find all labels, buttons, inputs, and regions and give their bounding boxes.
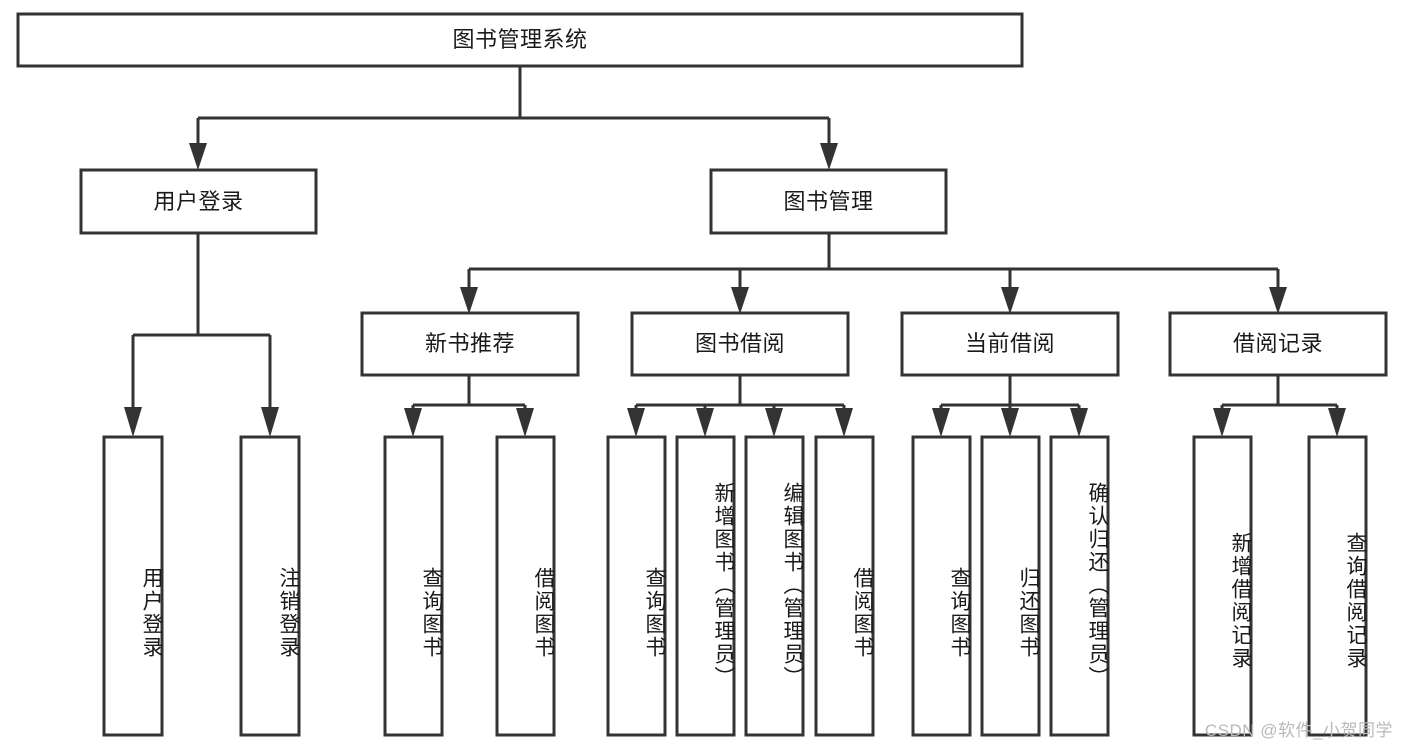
arrow-head-cb-leaf-3 xyxy=(1070,408,1088,437)
node-box-leaf-cb-confirm[interactable] xyxy=(1049,435,1110,737)
node-box-leaf-br-add[interactable] xyxy=(1192,435,1253,737)
arrow-head-nb-leaf-1 xyxy=(404,408,422,437)
node-box-user-login[interactable] xyxy=(79,168,318,235)
node-box-leaf-nb-query[interactable] xyxy=(383,435,444,737)
node-box-book-borrow[interactable] xyxy=(630,311,850,377)
arrow-head-book-borrow xyxy=(731,287,749,314)
arrow-head-leaf-user-login xyxy=(124,407,142,437)
node-box-leaf-cb-query[interactable] xyxy=(911,435,972,737)
node-box-leaf-logout[interactable] xyxy=(239,435,301,737)
arrow-head-bb-leaf-3 xyxy=(765,408,783,437)
arrow-head-cb-leaf-1 xyxy=(932,408,950,437)
arrow-head-nb-leaf-2 xyxy=(516,408,534,437)
node-box-new-books[interactable] xyxy=(360,311,580,377)
node-box-leaf-bb-borrow[interactable] xyxy=(814,435,875,737)
arrow-head-bb-leaf-4 xyxy=(835,408,853,437)
arrow-head-book-manage xyxy=(820,143,838,170)
node-box-book-manage[interactable] xyxy=(709,168,948,235)
node-box-leaf-bb-edit[interactable] xyxy=(744,435,805,737)
arrow-head-new-books xyxy=(460,287,478,314)
arrow-head-user-login xyxy=(189,143,207,170)
arrow-head-br-leaf-2 xyxy=(1328,408,1346,437)
node-box-leaf-user-login[interactable] xyxy=(102,435,164,737)
node-box-leaf-br-query[interactable] xyxy=(1307,435,1368,737)
connectors-layer xyxy=(124,66,1346,437)
node-box-leaf-cb-return[interactable] xyxy=(980,435,1041,737)
arrow-head-leaf-logout xyxy=(261,407,279,437)
node-box-leaf-bb-add[interactable] xyxy=(675,435,736,737)
arrow-head-bb-leaf-1 xyxy=(627,408,645,437)
arrow-head-borrow-record xyxy=(1269,287,1287,314)
arrow-head-br-leaf-1 xyxy=(1213,408,1231,437)
node-box-borrow-record[interactable] xyxy=(1168,311,1388,377)
arrow-head-bb-leaf-2 xyxy=(696,408,714,437)
arrow-head-cb-leaf-2 xyxy=(1001,408,1019,437)
node-box-current-borrow[interactable] xyxy=(900,311,1120,377)
arrow-head-current-borrow xyxy=(1001,287,1019,314)
node-box-root[interactable] xyxy=(16,12,1024,68)
node-box-leaf-bb-query[interactable] xyxy=(606,435,667,737)
boxes-layer xyxy=(16,12,1388,737)
node-box-leaf-nb-borrow[interactable] xyxy=(495,435,556,737)
